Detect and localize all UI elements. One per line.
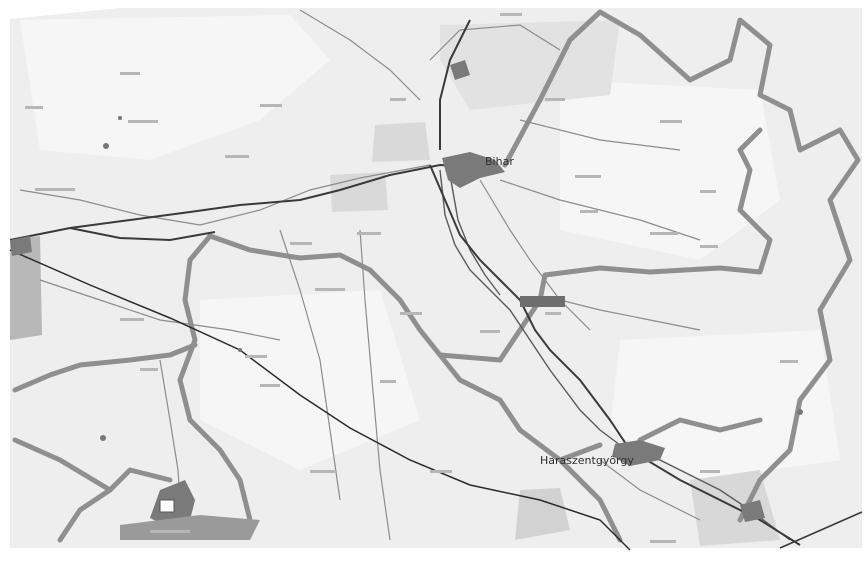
place-dot [100,435,106,441]
highlight-marker[interactable] [520,296,565,307]
illegible-labels [25,13,798,543]
urban-bihar [442,152,505,188]
town-label-north: Bihar [485,155,514,168]
place-dot [103,143,109,149]
place-dot [797,409,803,415]
main-roads [9,19,863,549]
top-margin [0,0,865,20]
administrative-borders [12,9,861,543]
urban-haraszentgyorgy [612,440,665,466]
town-label-south: Haraszentgyörgy [540,454,634,467]
place-dots [100,116,803,441]
place-dot [238,348,242,352]
railway-line [9,249,631,551]
minor-roads [19,9,701,541]
place-dot [118,116,122,120]
road-shield-icon [159,499,175,513]
